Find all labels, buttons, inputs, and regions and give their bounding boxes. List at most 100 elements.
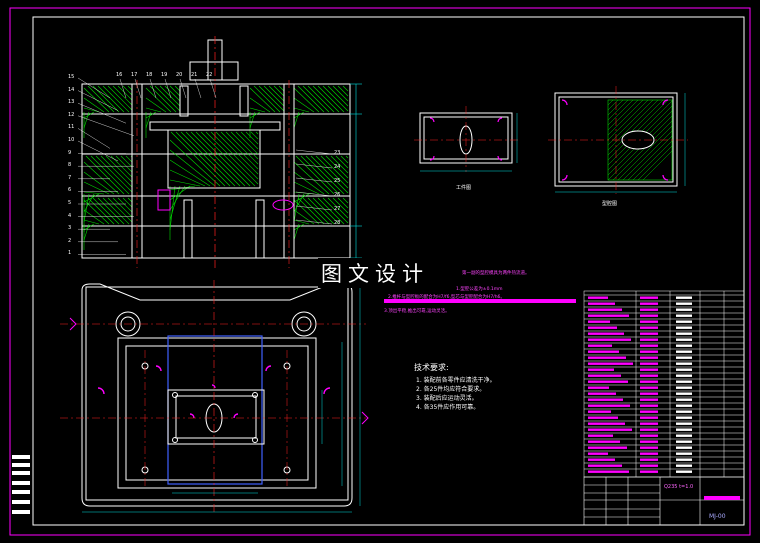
hatch-line bbox=[293, 181, 320, 195]
hatch-line bbox=[169, 185, 186, 211]
cavity-view bbox=[548, 86, 688, 194]
hatch-line bbox=[607, 99, 624, 116]
hatch-line bbox=[312, 197, 340, 225]
left-margin-blocks bbox=[12, 455, 30, 514]
hatch-line bbox=[210, 131, 259, 180]
bom-cell-mark bbox=[640, 428, 658, 431]
bom-cell-mark bbox=[676, 302, 692, 305]
bom-cell-mark bbox=[640, 374, 658, 377]
hatch-line bbox=[169, 185, 181, 221]
hatch-line bbox=[617, 125, 673, 181]
part-number: 17 bbox=[131, 72, 138, 78]
hatch-line bbox=[322, 197, 349, 224]
hatch-line bbox=[253, 85, 281, 113]
hatch-line bbox=[195, 131, 251, 187]
hatch-line bbox=[293, 199, 320, 225]
bom-cell-mark bbox=[676, 470, 692, 473]
tech-requirement-item: 4. 各35件应作用可靠。 bbox=[416, 404, 480, 411]
bom-cell-mark bbox=[588, 338, 631, 341]
leader-line bbox=[77, 128, 111, 149]
cavity-view-label: 型腔图 bbox=[602, 201, 618, 207]
hatch-line bbox=[205, 131, 259, 185]
hatch-line bbox=[300, 155, 340, 195]
hatch-line bbox=[337, 197, 349, 209]
bom-cell-mark bbox=[676, 362, 692, 365]
workpiece-view-label: 工件图 bbox=[456, 185, 472, 191]
hatch-line bbox=[145, 107, 162, 113]
hatch-line bbox=[293, 111, 305, 119]
hatch-line bbox=[112, 85, 133, 106]
bom-cell-mark bbox=[676, 332, 692, 335]
hatch-line bbox=[340, 155, 349, 164]
bom-cell-mark bbox=[676, 452, 692, 455]
bom-cell-mark bbox=[588, 398, 623, 401]
hatch-line bbox=[345, 155, 349, 159]
part-number: 6 bbox=[68, 187, 72, 194]
hatch-line bbox=[612, 120, 673, 181]
hatch-line bbox=[85, 155, 125, 195]
part-number: 14 bbox=[68, 86, 75, 93]
note-line: 1.型腔公差为±0.1mm bbox=[456, 287, 503, 292]
bom-cell-mark bbox=[588, 302, 615, 305]
outer-frame bbox=[9, 7, 751, 536]
part-number: 15 bbox=[68, 74, 75, 80]
hatch-line bbox=[297, 85, 325, 113]
part-number: 22 bbox=[206, 72, 213, 78]
bom-cell-mark bbox=[640, 386, 658, 389]
part-number: 3 bbox=[68, 225, 72, 232]
bom-cell-mark bbox=[588, 314, 629, 317]
hatch-line bbox=[293, 209, 315, 225]
hatch-line bbox=[332, 85, 349, 102]
hatch-line bbox=[180, 131, 236, 187]
bom-cell-mark bbox=[676, 296, 692, 299]
hatch-line bbox=[607, 99, 659, 151]
bom-cell-mark bbox=[640, 464, 658, 467]
hatch-line bbox=[145, 87, 172, 113]
hatch-line bbox=[327, 85, 349, 107]
bom-table bbox=[583, 290, 745, 478]
hatch-line bbox=[293, 193, 305, 213]
hatch-line bbox=[293, 193, 310, 203]
hatch-line bbox=[293, 107, 310, 113]
hatch-line bbox=[335, 155, 349, 169]
bom-cell-mark bbox=[640, 404, 658, 407]
part-number: 19 bbox=[161, 72, 168, 78]
hatch-line bbox=[607, 99, 649, 141]
hatch-line bbox=[607, 99, 629, 121]
hatch-line bbox=[642, 150, 673, 181]
bom-cell-mark bbox=[640, 368, 658, 371]
hatch-line bbox=[249, 111, 261, 119]
part-number: 12 bbox=[68, 111, 75, 118]
bom-cell-mark bbox=[640, 302, 658, 305]
hatch-line bbox=[169, 179, 201, 187]
leader-line bbox=[134, 78, 142, 99]
hatch-line bbox=[83, 181, 110, 195]
leader-line bbox=[77, 115, 135, 136]
bom-cell-mark bbox=[640, 320, 658, 323]
part-number: 27 bbox=[334, 206, 341, 212]
bom-cell-mark bbox=[640, 434, 658, 437]
hatch-line bbox=[127, 85, 133, 91]
bom-cell-mark bbox=[588, 326, 617, 329]
bom-cell-mark bbox=[676, 422, 692, 425]
hatch-line bbox=[305, 155, 345, 195]
hatch-line bbox=[607, 99, 654, 146]
bom-cell-mark bbox=[588, 386, 609, 389]
bom-cell-mark bbox=[676, 416, 692, 419]
hatch-line bbox=[112, 197, 133, 218]
hatch-line bbox=[249, 111, 256, 129]
part-number: 9 bbox=[68, 149, 72, 156]
hatch-line bbox=[145, 111, 152, 129]
hatch-line bbox=[90, 155, 130, 195]
hatch-line bbox=[97, 197, 125, 225]
hatch-line bbox=[120, 155, 133, 168]
leader-line bbox=[77, 77, 111, 99]
hatch-line bbox=[170, 131, 226, 187]
bom-cell-mark bbox=[676, 356, 692, 359]
leader-line bbox=[295, 163, 333, 169]
bom-cell-mark bbox=[640, 380, 658, 383]
hatch-line bbox=[250, 131, 259, 140]
bom-cell-mark bbox=[640, 392, 658, 395]
bom-cell-mark bbox=[588, 452, 608, 455]
